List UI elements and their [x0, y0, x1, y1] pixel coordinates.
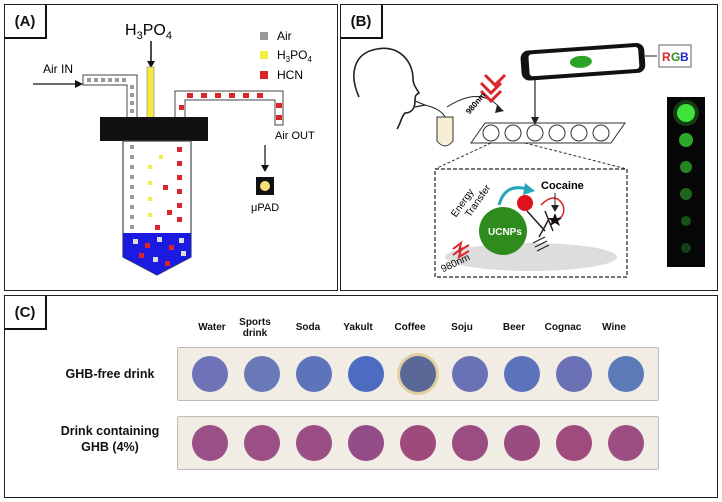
liquid-particles	[133, 237, 186, 266]
air-in-label: Air IN	[43, 62, 73, 76]
person-head	[353, 47, 421, 130]
svg-text:UCNPs: UCNPs	[488, 227, 522, 238]
legend-air: Air	[260, 29, 292, 43]
row-label-ghb-free: GHB-free drink	[65, 367, 155, 381]
upad-spot	[260, 181, 270, 191]
well-free-soda	[296, 356, 332, 392]
vessel-air-dots	[130, 145, 134, 229]
svg-text:HCN: HCN	[277, 68, 303, 82]
drink-label-beer: Beer	[502, 322, 526, 333]
well-ghb-cognac	[556, 425, 592, 461]
well-free-sports	[244, 356, 280, 392]
legend-hcn: HCN	[260, 68, 303, 82]
drink-label-cognac: Cognac	[544, 322, 582, 333]
well-ghb-soda	[296, 425, 332, 461]
svg-text:H3PO4: H3PO4	[277, 48, 312, 64]
svg-text:G: G	[671, 50, 680, 64]
air-out-label: Air OUT	[275, 130, 315, 142]
panel-a-tag: (A)	[5, 5, 47, 39]
chip-wells	[482, 124, 610, 142]
drink-label-water: Water	[198, 322, 226, 333]
panel-c-tag: (C)	[5, 296, 47, 330]
panel-b: (B) 980nm	[340, 4, 718, 291]
svg-text:R: R	[662, 50, 671, 64]
row-label-ghb-1: Drink containing	[60, 424, 160, 438]
aptamer	[526, 210, 554, 238]
legend-acid: H3PO4	[260, 48, 312, 64]
well-free-wine	[608, 356, 644, 392]
well-ghb-soju	[452, 425, 488, 461]
upad-label: μPAD	[251, 202, 279, 214]
rgb-box	[658, 44, 692, 68]
cocaine-star	[548, 213, 562, 226]
svg-text:Air: Air	[277, 29, 292, 43]
glow-spots	[673, 100, 699, 253]
well-free-yakult	[348, 356, 384, 392]
hcn-generator-diagram: H3PO4 Air IN Air	[33, 22, 315, 276]
ucnp-sphere	[479, 207, 527, 255]
panel-a: (A) H3PO4 Air IN	[4, 4, 338, 291]
well-free-coffee	[400, 356, 436, 392]
well-free-cognac	[556, 356, 592, 392]
fluorescence-strip	[667, 97, 705, 267]
strip-ghb-containing	[177, 416, 659, 470]
panel-b-tag: (B)	[341, 5, 383, 39]
well-free-soju	[452, 356, 488, 392]
smartphone	[520, 42, 646, 81]
well-ghb-water	[192, 425, 228, 461]
drink-label-yakult: Yakult	[343, 322, 373, 333]
well-ghb-beer	[504, 425, 540, 461]
cocaine-sensor-diagram: 980nm R G B	[353, 42, 705, 278]
acid-label: H3PO4	[125, 22, 172, 42]
drink-label-soda: Soda	[295, 322, 321, 333]
drink-label-sports: Sports drink	[239, 317, 271, 339]
drink-label-wine: Wine	[602, 322, 626, 333]
well-free-beer	[504, 356, 540, 392]
drink-label-soju: Soju	[451, 322, 473, 333]
panel-c: (C) Water Sports drink Soda Yakult Coffe…	[4, 295, 718, 498]
svg-text:Cocaine: Cocaine	[541, 180, 584, 192]
row-label-ghb-2: GHB (4%)	[81, 440, 139, 454]
svg-text:B: B	[680, 50, 689, 64]
vessel-hcn-dots	[155, 147, 182, 230]
vessel-cap	[100, 117, 208, 141]
laser-chevrons	[479, 73, 507, 104]
well-ghb-coffee	[400, 425, 436, 461]
strip-ghb-free	[177, 347, 659, 401]
well-free-water	[192, 356, 228, 392]
sample-tube	[436, 116, 454, 147]
vessel-acid-drops	[148, 155, 163, 217]
quencher	[517, 195, 533, 211]
drink-label-coffee: Coffee	[394, 322, 426, 333]
well-ghb-wine	[608, 425, 644, 461]
energy-transfer-arrow	[497, 186, 528, 206]
vessel-liquid	[123, 233, 191, 275]
acid-tube	[146, 66, 155, 126]
well-ghb-yakult	[348, 425, 384, 461]
well-ghb-sports	[244, 425, 280, 461]
laser-label-top: 980nm	[464, 91, 487, 116]
